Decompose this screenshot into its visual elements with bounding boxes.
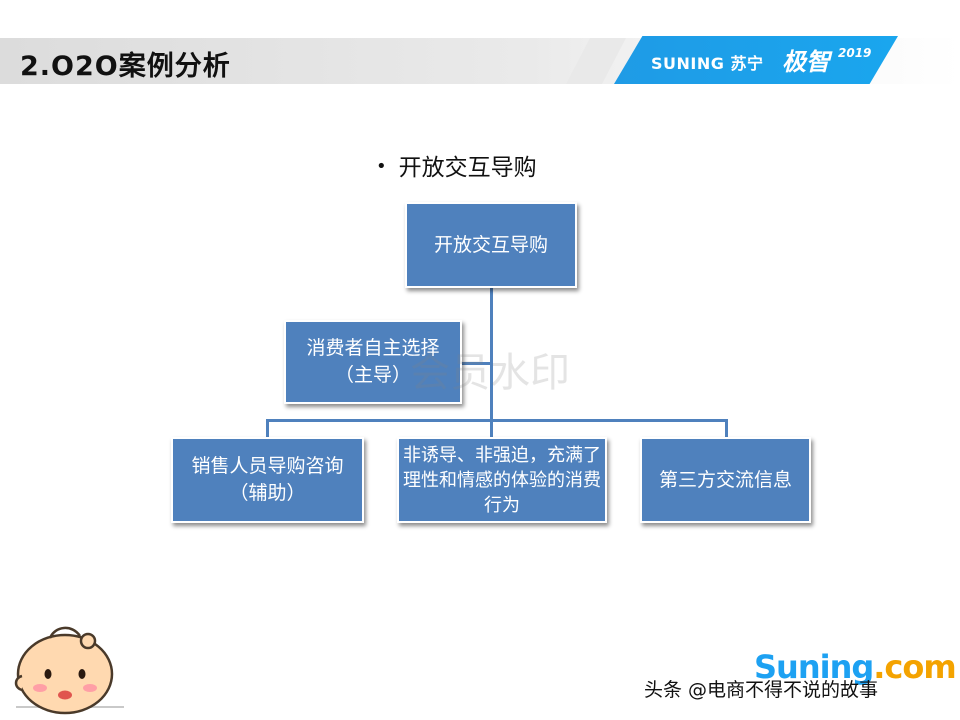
footer-credit: 头条 @电商不得不说的故事 — [644, 679, 879, 701]
baby-illustration-icon — [14, 626, 124, 715]
node-assistant: 消费者自主选择（主导） — [284, 320, 462, 404]
connector-child-1 — [266, 419, 269, 439]
brand-year: 2019 — [838, 46, 872, 60]
watermark: 会员水印 — [410, 350, 570, 396]
brand-logo-text: SUNING 苏宁 — [651, 54, 764, 73]
node-root: 开放交互导购 — [405, 202, 577, 288]
node-child-sales: 销售人员导购咨询（辅助） — [171, 437, 364, 523]
connector-child-2 — [490, 419, 493, 439]
bullet-heading: • 开放交互导购 — [376, 148, 537, 182]
connector-child-3 — [725, 419, 728, 439]
connector-assistant — [462, 362, 492, 365]
node-child-behavior: 非诱导、非强迫，充满了理性和情感的体验的消费行为 — [397, 437, 607, 523]
node-child-third-party: 第三方交流信息 — [640, 437, 811, 523]
connector-root-down — [490, 287, 493, 421]
bullet-text: 开放交互导购 — [398, 155, 537, 181]
connector-horizontal — [266, 419, 728, 422]
brand-badge: 极智 — [782, 48, 830, 76]
brand-banner — [614, 36, 898, 84]
page-title: 2.O2O案例分析 — [20, 51, 231, 82]
suning-com-logo: Suning.com — [754, 648, 957, 686]
bullet-dot-icon: • — [376, 156, 387, 177]
